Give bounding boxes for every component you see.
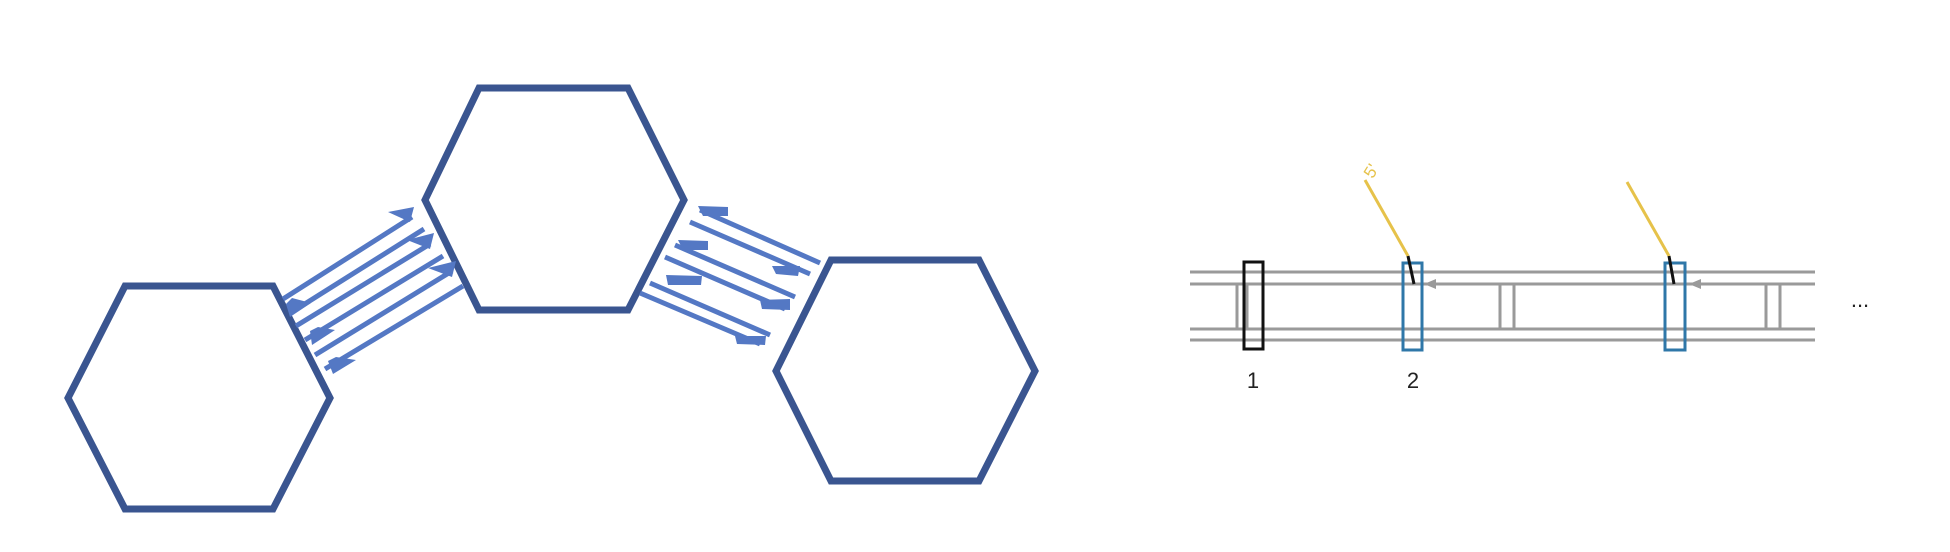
arrow-head xyxy=(328,357,356,374)
segment-box xyxy=(1245,282,1502,331)
arrow-line xyxy=(698,207,822,266)
left-arrow-head xyxy=(1689,279,1701,289)
arrow-head xyxy=(666,275,702,285)
label-site-2: 2 xyxy=(1407,368,1419,393)
segment-box xyxy=(1778,282,1815,331)
arrow-head xyxy=(407,233,434,249)
arrow-head xyxy=(735,336,766,345)
strand-diagram: 1 2 5' ... xyxy=(1190,161,1869,393)
segment-box xyxy=(1512,282,1768,331)
arrow-head xyxy=(388,207,414,222)
arrow-head xyxy=(760,299,790,310)
arrow-line xyxy=(639,290,761,347)
site-box-3 xyxy=(1663,261,1687,352)
label-site-1: 1 xyxy=(1247,368,1259,393)
hexagon-right xyxy=(772,256,1039,485)
arrow-head xyxy=(678,240,708,250)
cut-mark-2 xyxy=(1667,255,1676,285)
yellow-line-2 xyxy=(1625,181,1671,257)
hexagon-top xyxy=(421,84,688,314)
arrows-top-to-right xyxy=(639,206,822,347)
hexagon-diagram xyxy=(64,84,1039,513)
arrows-left-to-top xyxy=(281,207,465,374)
arrow-line xyxy=(689,219,811,277)
arrow-head xyxy=(310,327,335,345)
left-arrow-head xyxy=(1424,279,1436,289)
site-box-2 xyxy=(1401,261,1424,352)
arrow-head xyxy=(428,261,456,277)
cut-mark-1 xyxy=(1406,255,1416,285)
yellow-line-1 xyxy=(1363,179,1410,257)
label-yellow: 5' xyxy=(1360,161,1383,182)
site-box-1 xyxy=(1242,260,1265,351)
segment-box xyxy=(1190,282,1239,331)
arrow-line xyxy=(674,242,796,300)
hexagon-left xyxy=(64,282,334,513)
arrow-line xyxy=(649,280,771,338)
arrow-line xyxy=(290,226,426,315)
arrow-line xyxy=(294,241,432,329)
arrow-head xyxy=(286,298,311,317)
arrow-line xyxy=(281,214,414,302)
arrow-line xyxy=(323,283,465,372)
label-ellipsis: ... xyxy=(1851,287,1869,312)
arrow-head xyxy=(772,266,800,276)
arrow-line xyxy=(303,253,445,343)
arrow-head xyxy=(698,206,728,216)
arrow-line xyxy=(313,268,454,358)
